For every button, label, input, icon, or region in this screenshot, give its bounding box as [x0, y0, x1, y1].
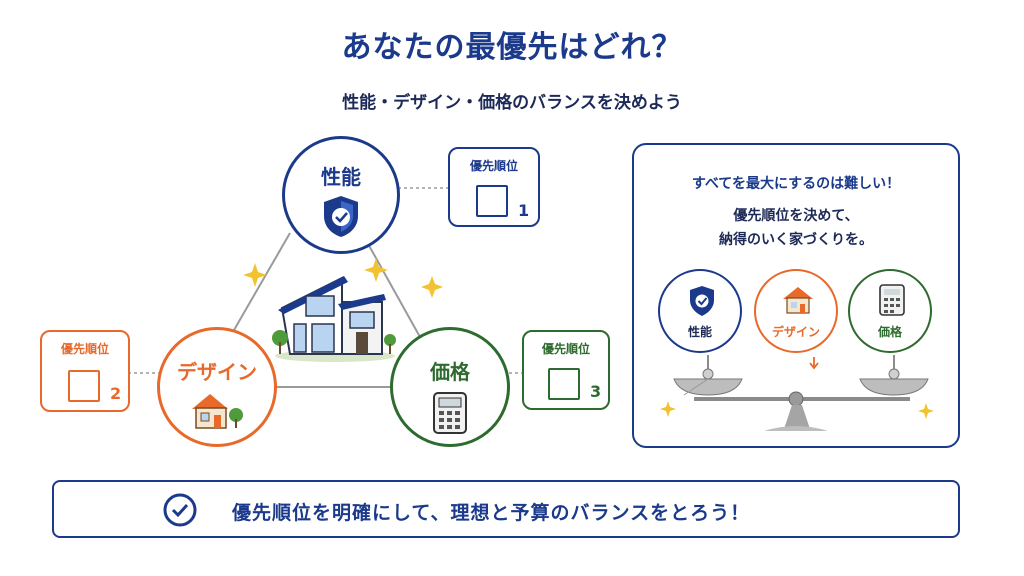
priority-title: 優先順位 [60, 342, 109, 356]
banner-text: 優先順位を明確にして、理想と予算のバランスをとろう！ [232, 502, 751, 524]
panel-price-label: 価格 [877, 325, 902, 339]
house-icon [783, 287, 813, 314]
calculator-icon [433, 392, 467, 434]
priority-box-2: 優先順位 2 [40, 330, 130, 412]
performance-label: 性能 [321, 165, 361, 189]
priority-box-1: 優先順位 1 [448, 147, 540, 227]
sparkle-icon [243, 258, 443, 298]
price-label: 価格 [430, 360, 470, 384]
panel-design-node: デザイン [754, 269, 838, 353]
panel-heading: すべてを最大にするのは難しい！ [691, 176, 901, 192]
priority-title: 優先順位 [469, 159, 518, 173]
page-subtitle: 性能・デザイン・価格のバランスを決めよう [342, 93, 682, 113]
priority-number: 1 [518, 201, 530, 220]
design-label: デザイン [177, 360, 257, 384]
priority-input-box[interactable] [476, 185, 508, 217]
priority-title: 優先順位 [541, 342, 590, 356]
page-title: あなたの最優先はどれ？ [341, 30, 683, 65]
price-node: 価格 [390, 327, 510, 447]
panel-performance-label: 性能 [687, 325, 712, 339]
priority-box-3: 優先順位 3 [522, 330, 610, 410]
info-panel: すべてを最大にするのは難しい！ 優先順位を決めて、 納得のいく家づくりを。 性能… [632, 143, 960, 448]
shield-check-icon [324, 196, 358, 237]
panel-performance-node: 性能 [658, 269, 742, 353]
priority-number: 2 [110, 384, 122, 403]
priority-number: 3 [590, 382, 602, 401]
panel-line-1: 優先順位を決めて、 [733, 208, 859, 224]
panel-price-node: 価格 [848, 269, 932, 353]
shield-check-icon [690, 286, 714, 316]
modern-house-icon [272, 276, 396, 362]
panel-design-label: デザイン [771, 325, 820, 339]
calculator-icon [879, 284, 905, 316]
performance-node: 性能 [282, 136, 400, 254]
check-circle-icon [163, 493, 197, 527]
conclusion-banner: 優先順位を明確にして、理想と予算のバランスをとろう！ [52, 480, 960, 538]
balance-scale-icon [660, 355, 934, 431]
design-node: デザイン [157, 327, 277, 447]
panel-line-2: 納得のいく家づくりを。 [719, 232, 873, 248]
priority-input-box[interactable] [548, 368, 580, 400]
house-icon [192, 394, 243, 429]
priority-input-box[interactable] [68, 370, 100, 402]
